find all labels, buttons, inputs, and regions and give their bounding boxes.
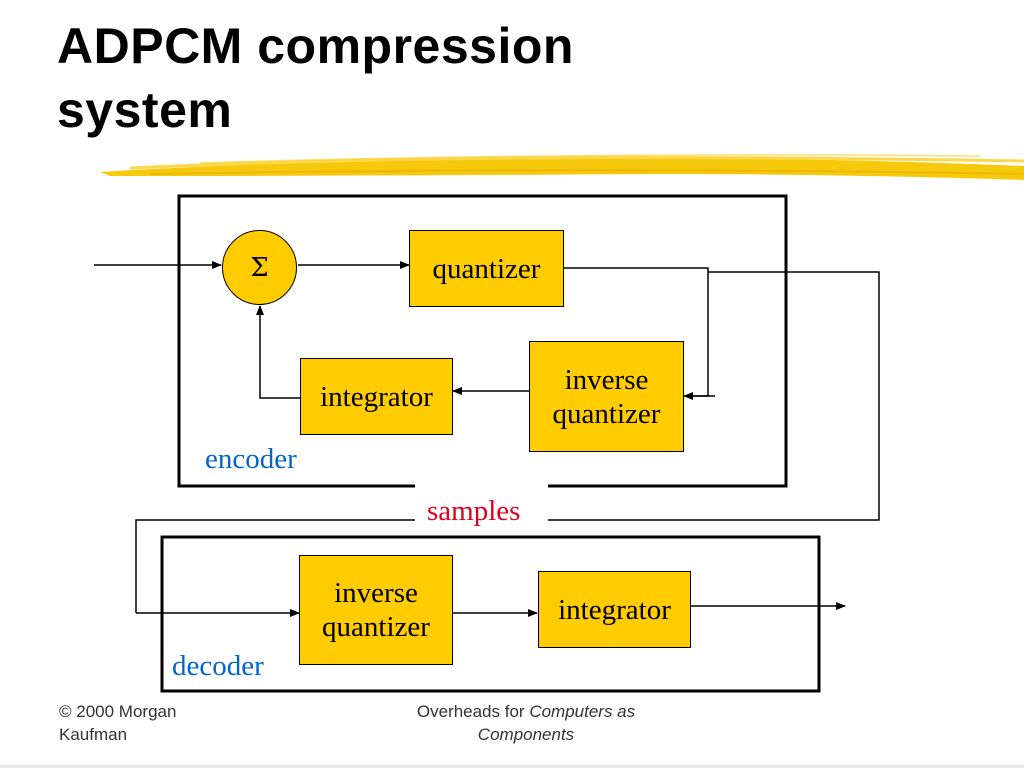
slide-title: ADPCM compression system: [57, 14, 757, 142]
book-title-part1: Computers as: [529, 702, 636, 721]
decoder-inverse-quantizer-label-line2: quantizer: [322, 611, 430, 643]
quantizer-block: quantizer: [409, 230, 564, 307]
samples-label: samples: [427, 495, 521, 527]
footer-overheads: Overheads for Computers as Components: [386, 700, 666, 746]
sum-node: Σ: [222, 230, 297, 305]
book-title-part2: Components: [477, 725, 575, 744]
decoder-inverse-quantizer-block: inverse quantizer: [299, 555, 453, 665]
copyright-line-1: © 2000 Morgan: [59, 702, 177, 721]
decoder-input-line: [135, 519, 415, 613]
integrator-feedback-arrow: [256, 305, 300, 399]
encoder-output-line: [548, 271, 880, 521]
title-line-2: system: [57, 82, 233, 138]
encoder-frame: [177, 194, 788, 488]
footer-copyright: © 2000 Morgan Kaufman: [59, 700, 176, 746]
decoder-frame: [160, 535, 821, 693]
sigma-symbol: Σ: [250, 252, 269, 283]
encoder-inverse-quantizer-label-line1: inverse: [564, 363, 649, 396]
decoder-integrator-label: integrator: [558, 593, 671, 626]
copyright-line-2: Kaufman: [59, 725, 128, 744]
decoder-inverse-quantizer-label-line1: inverse: [334, 577, 418, 609]
encoder-inverse-quantizer-block: inverse quantizer: [529, 341, 684, 452]
bottom-divider: [0, 765, 1024, 768]
encoder-integrator-block: integrator: [300, 358, 453, 435]
encoder-label: encoder: [205, 443, 297, 475]
title-underline-brush: [100, 154, 1024, 180]
title-line-1: ADPCM compression: [57, 18, 574, 74]
encoder-inverse-quantizer-label-line2: quantizer: [552, 397, 661, 430]
decoder-integrator-block: integrator: [538, 571, 691, 648]
encoder-integrator-label: integrator: [320, 380, 433, 413]
decoder-label: decoder: [172, 650, 264, 682]
quantizer-label: quantizer: [432, 252, 541, 285]
overheads-prefix: Overheads for: [416, 702, 530, 721]
